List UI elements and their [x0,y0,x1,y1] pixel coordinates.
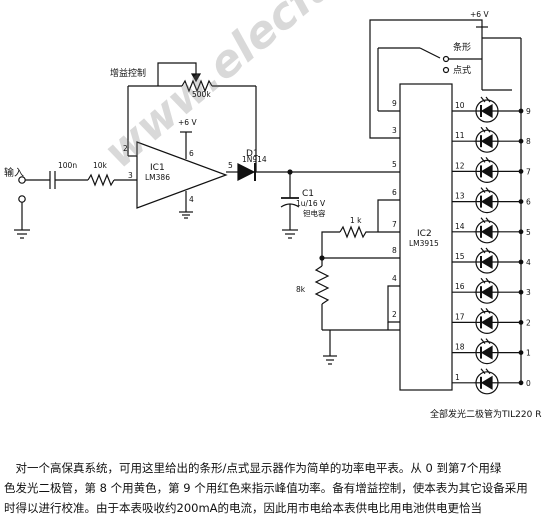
ic2-name: IC2 [417,229,432,239]
input-cap-label: 100n [58,161,77,170]
c1-type: 钽电容 [303,208,326,218]
ic2-pin-2: 2 [392,310,397,319]
led-3 [474,277,500,304]
led-0 [474,368,500,395]
resistor-8k-label: 8k [296,285,306,294]
ic2-pin-15: 15 [455,252,465,261]
led-number-3: 3 [526,288,531,297]
ic1-pin-5: 5 [228,161,233,170]
ic1-pin-6: 6 [189,149,194,158]
led-4 [474,247,500,274]
led-number-1: 1 [526,349,531,358]
ic2-pin-13: 13 [455,192,465,201]
ic2-pin-18: 18 [455,343,465,352]
ic2-pin-1: 1 [455,373,460,382]
gain-control-label: 增益控制 [110,67,146,79]
c1-value: 1u/16 V [296,199,326,208]
led-9 [474,96,500,123]
ic2-pin-17: 17 [455,312,465,321]
d1-part: 1N914 [242,155,267,164]
led-number-8: 8 [526,137,531,146]
ic2-pin-9: 9 [392,99,397,108]
input-label: 输入 [4,166,24,179]
ic2-pin-11: 11 [455,131,465,140]
led-number-2: 2 [526,318,531,327]
mode-bar-label: 条形 [453,41,471,53]
led-7 [474,157,500,183]
led-number-6: 6 [526,198,531,207]
top-supply-label: +6 V [470,10,489,19]
led-note: 全部发光二极管为TIL220 R [430,408,541,420]
ic2-part: LM3915 [409,239,439,248]
ic2-pin-14: 14 [455,222,465,231]
led-number-4: 4 [526,258,531,267]
input-resistor-label: 10k [93,161,108,170]
caption-line-1: 对一个高保真系统，可用这里给出的条形/点式显示器作为简单的功率电平表。从 0 到… [4,461,502,475]
led-number-7: 7 [526,167,531,176]
c1-name: C1 [302,189,314,199]
ic2-pin-5: 5 [392,160,397,169]
caption: 对一个高保真系统，可用这里给出的条形/点式显示器作为简单的功率电平表。从 0 到… [0,458,550,522]
mode-dot-label: 点式 [453,64,471,76]
led-number-0: 0 [526,379,531,388]
d1-name: D1 [246,149,259,159]
pot-value-label: 500k [192,90,211,99]
led-number-5: 5 [526,228,531,237]
ic2-pin-7: 7 [392,220,397,229]
resistor-1k-label: 1 k [350,216,362,225]
ic1-pin-3: 3 [128,171,133,180]
ic2-pin-16: 16 [455,282,465,291]
led-1 [474,338,500,365]
led-8 [474,126,500,153]
ic2-pin-3: 3 [392,126,397,135]
ic2-pin-12: 12 [455,161,465,170]
ic1-pin-2: 2 [123,144,128,153]
ic2-pin-6: 6 [392,188,397,197]
ic1-name: IC1 [150,163,165,173]
led-2 [474,308,500,334]
ic1-part: LM386 [145,173,170,182]
ic2-pin-8: 8 [392,246,397,255]
led-5 [474,217,500,244]
caption-line-3: 时得以进行校准。由于本表吸收约200mA的电流，因此用市电给本表供电比用电池供电… [4,501,483,515]
led-number-9: 9 [526,107,531,116]
ic1-supply-label: +6 V [178,118,197,127]
circuit-diagram: www.elecfans.com 输入 增益控制 500k 100n 10k +… [4,0,541,420]
led-6 [474,187,500,214]
caption-line-2: 色发光二极管，第 8 个用黄色，第 9 个用红色来指示峰值功率。备有增益控制，使… [4,481,528,495]
ic2-pin-10: 10 [455,101,465,110]
ic1-pin-4: 4 [189,195,194,204]
ic2-pin-4: 4 [392,274,397,283]
